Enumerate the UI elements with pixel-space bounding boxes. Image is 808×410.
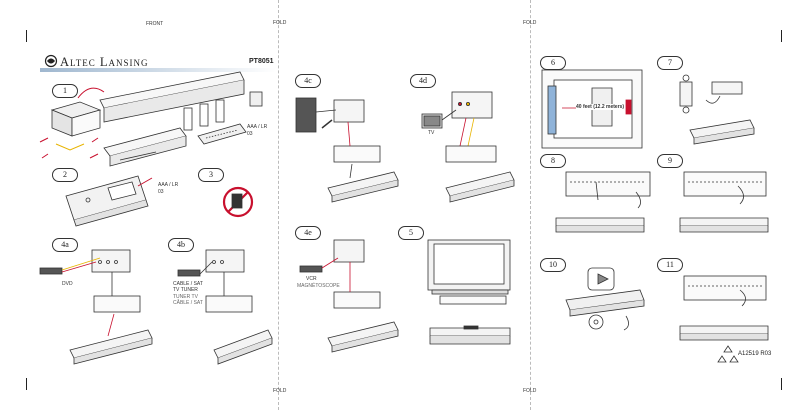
dvd-label: DVD (62, 281, 73, 287)
distance-label: 40 feet (12.2 meters) (576, 104, 625, 110)
fold-label-bottom-right: FOLD (523, 388, 537, 394)
step-badge-4b: 4b (168, 238, 194, 252)
step-badge-9: 9 (657, 154, 683, 168)
step-badge-11: 11 (657, 258, 683, 272)
step1-illustration (39, 71, 263, 167)
fold-label-top-left: FOLD (273, 20, 287, 26)
step4e-illustration (299, 239, 399, 353)
step4b-illustration (177, 249, 273, 365)
step-badge-4e: 4e (295, 226, 321, 240)
fold-label-bottom-left: FOLD (273, 388, 287, 394)
step9-illustration (679, 171, 769, 233)
step-badge-5: 5 (398, 226, 424, 240)
battery-label-step2: AAA / LR 03 (158, 182, 179, 195)
front-label: FRONT (146, 21, 164, 27)
step-badge-2: 2 (52, 168, 78, 182)
step5-illustration (427, 239, 511, 345)
step-badge-1: 1 (52, 84, 78, 98)
cable-tuner-label: CABLE / SAT TV TUNER (173, 281, 203, 293)
part-number: A12519 R03 (738, 351, 772, 357)
step8-illustration (555, 171, 651, 233)
step-badge-3: 3 (198, 168, 224, 182)
step2-illustration (65, 175, 153, 227)
step-badge-4d: 4d (410, 74, 436, 88)
crop-mark (781, 378, 782, 390)
fold-label-top-right: FOLD (523, 20, 537, 26)
step-badge-10: 10 (540, 258, 566, 272)
crop-mark (26, 378, 27, 390)
step-badge-4c: 4c (295, 74, 321, 88)
cable-tuner-label-fr: TUNER TV CÂBLE / SAT (173, 294, 203, 306)
step-badge-6: 6 (540, 56, 566, 70)
header-band (40, 68, 276, 72)
crop-mark (781, 30, 782, 42)
model-number: PT8051 (249, 58, 274, 65)
step10-illustration (565, 267, 645, 331)
recycle-icon (717, 345, 739, 363)
crop-mark (26, 30, 27, 42)
step-badge-7: 7 (657, 56, 683, 70)
step11-illustration (679, 275, 769, 341)
play-icon (597, 273, 609, 285)
no-symbol-icon (222, 186, 254, 218)
step4d-illustration (421, 91, 515, 203)
fold-line-right (530, 0, 531, 410)
fold-line-left (278, 0, 279, 410)
step7-illustration (679, 74, 755, 145)
step4c-illustration (295, 97, 399, 203)
step4a-illustration (39, 249, 153, 365)
altec-lansing-logo-icon (44, 54, 58, 68)
vcr-label-fr: MAGNÉTOSCOPE (297, 283, 340, 289)
battery-label-step1: AAA / LR 03 (247, 124, 268, 137)
tv-label: TV (428, 130, 435, 136)
brand-name: Altec Lansing (60, 55, 149, 69)
step-badge-4a: 4a (52, 238, 78, 252)
vcr-label: VCR (306, 276, 317, 282)
step-badge-8: 8 (540, 154, 566, 168)
